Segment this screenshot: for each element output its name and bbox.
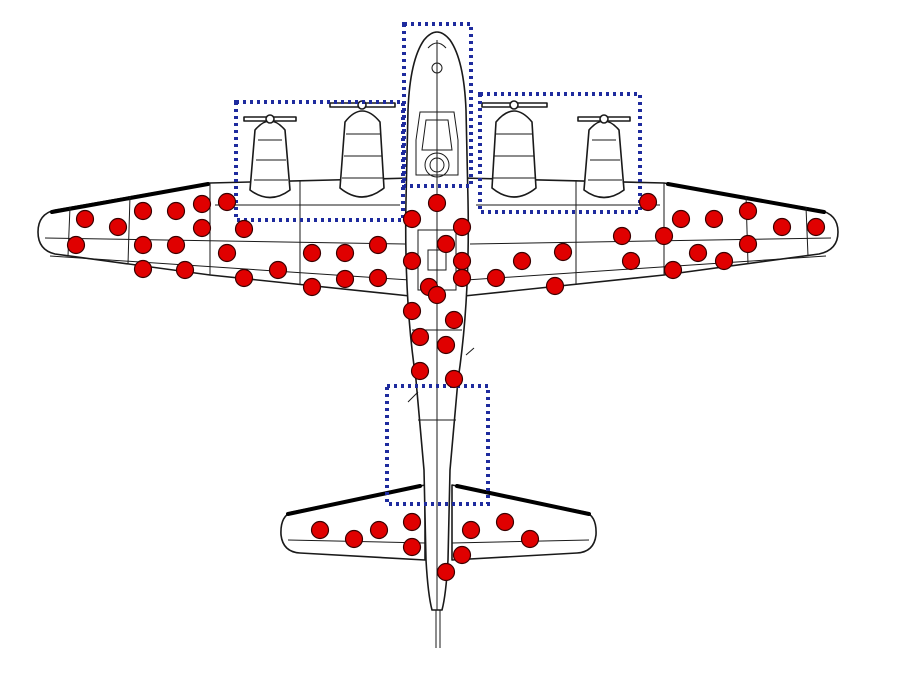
unhit-zones: [234, 22, 642, 506]
hit-left-wing-18: [234, 268, 254, 288]
hit-left-wing-14: [335, 243, 355, 263]
hit-left-wing-9: [166, 235, 186, 255]
hit-left-wing-10: [192, 218, 212, 238]
hit-right-wing-5: [772, 217, 792, 237]
hit-left-wing-13: [302, 243, 322, 263]
hit-tail-10: [436, 562, 456, 582]
hit-left-wing-7: [66, 235, 86, 255]
zone-left-engines: [234, 100, 405, 222]
hit-left-wing-22: [368, 268, 388, 288]
hit-left-wing-20: [302, 277, 322, 297]
hit-right-wing-7: [612, 226, 632, 246]
hit-left-wing-12: [217, 243, 237, 263]
hit-left-wing-17: [175, 260, 195, 280]
hit-right-wing-1: [638, 192, 658, 212]
engine-inner-left: [329, 100, 396, 198]
hit-right-wing-3: [704, 209, 724, 229]
hit-right-wing-15: [512, 251, 532, 271]
hit-fuselage-13: [436, 335, 456, 355]
hit-right-wing-10: [688, 243, 708, 263]
engines: [243, 100, 631, 199]
hit-right-wing-11: [714, 251, 734, 271]
hit-tail-1: [310, 520, 330, 540]
hit-fuselage-15: [444, 369, 464, 389]
hit-left-wing-21: [335, 269, 355, 289]
hit-tail-8: [520, 529, 540, 549]
hit-right-wing-8: [654, 226, 674, 246]
bullet-hits: [66, 192, 826, 582]
hit-left-wing-5: [192, 194, 212, 214]
hit-left-wing-11: [234, 219, 254, 239]
hit-right-wing-13: [663, 260, 683, 280]
hit-fuselage-5: [402, 251, 422, 271]
hit-right-wing-12: [621, 251, 641, 271]
hit-fuselage-3: [452, 217, 472, 237]
hit-left-wing-8: [133, 235, 153, 255]
hit-right-wing-9: [738, 234, 758, 254]
hit-fuselage-6: [452, 251, 472, 271]
hit-fuselage-8: [427, 285, 447, 305]
hit-fuselage-1: [427, 193, 447, 213]
hit-right-wing-6: [806, 217, 826, 237]
hit-tail-2: [344, 529, 364, 549]
hit-tail-7: [495, 512, 515, 532]
hit-left-wing-6: [217, 192, 237, 212]
hit-left-wing-1: [75, 209, 95, 229]
hit-left-wing-3: [133, 201, 153, 221]
hit-fuselage-11: [444, 310, 464, 330]
hit-fuselage-2: [402, 209, 422, 229]
hit-fuselage-12: [410, 327, 430, 347]
hit-fuselage-9: [452, 268, 472, 288]
hit-tail-5: [402, 537, 422, 557]
hit-right-wing-14: [553, 242, 573, 262]
engine-outer-right: [577, 114, 631, 199]
hit-right-wing-17: [545, 276, 565, 296]
hit-fuselage-4: [436, 234, 456, 254]
hit-tail-9: [452, 545, 472, 565]
hit-left-wing-16: [133, 259, 153, 279]
hit-right-wing-16: [486, 268, 506, 288]
hit-tail-4: [402, 512, 422, 532]
hit-right-wing-4: [738, 201, 758, 221]
zone-nose: [402, 22, 473, 188]
hit-left-wing-15: [368, 235, 388, 255]
hit-left-wing-19: [268, 260, 288, 280]
hit-tail-3: [369, 520, 389, 540]
hit-fuselage-14: [410, 361, 430, 381]
engine-inner-right: [481, 100, 548, 198]
hit-tail-6: [461, 520, 481, 540]
zone-tail-gunner: [385, 384, 490, 506]
hit-right-wing-2: [671, 209, 691, 229]
fuselage-body: [404, 31, 475, 648]
zone-right-engines: [478, 92, 642, 214]
engine-outer-left: [243, 114, 297, 199]
hit-fuselage-10: [402, 301, 422, 321]
hit-left-wing-4: [166, 201, 186, 221]
hit-left-wing-2: [108, 217, 128, 237]
